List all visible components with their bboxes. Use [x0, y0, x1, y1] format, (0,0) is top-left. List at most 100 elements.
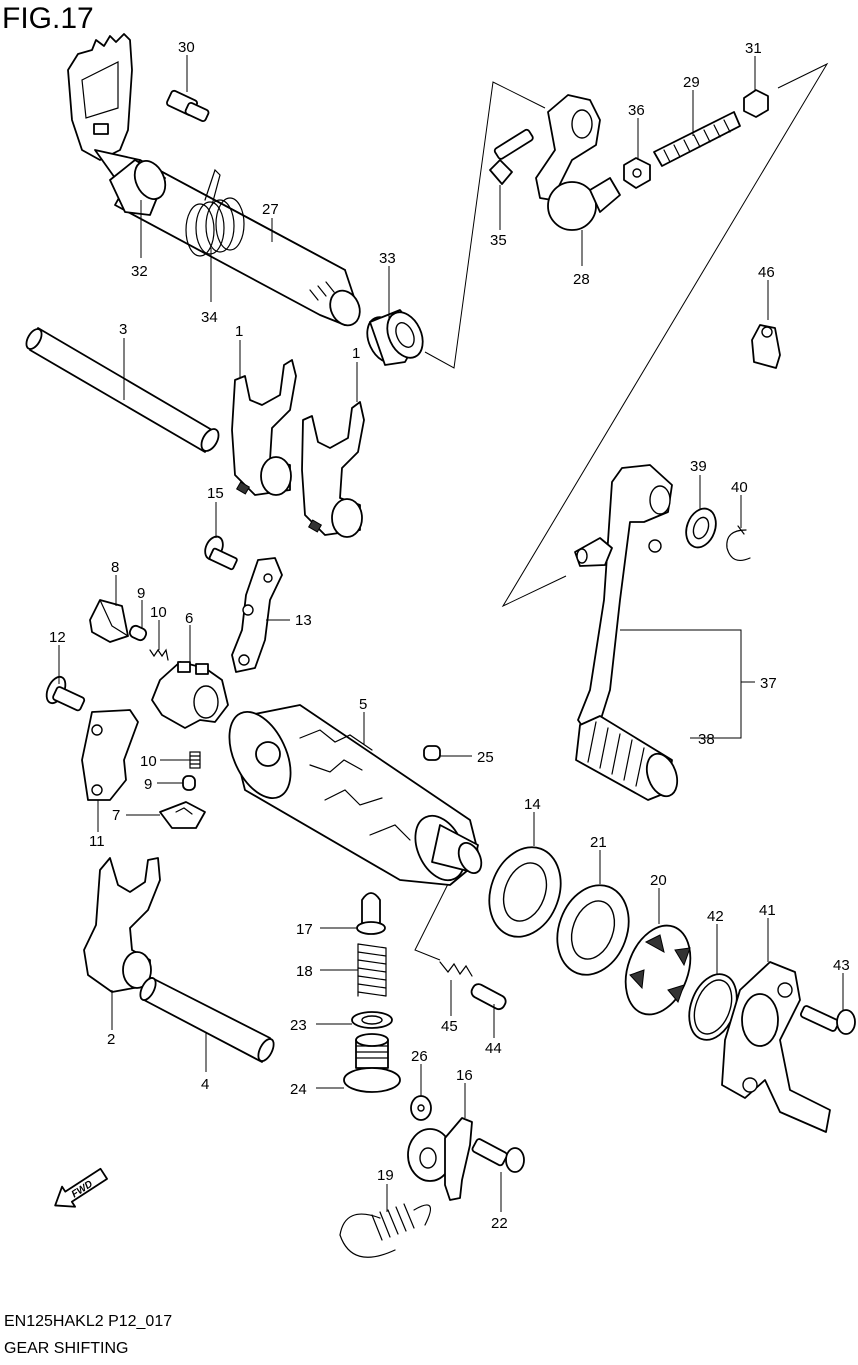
label-part-32: 32: [131, 263, 148, 280]
part-10-spring-upper: [149, 648, 169, 661]
label-part-10a: 10: [150, 604, 167, 621]
part-29-tie-rod: [653, 111, 741, 167]
label-part-23: 23: [290, 1017, 307, 1034]
label-part-36: 36: [628, 102, 645, 119]
label-part-14: 14: [524, 796, 541, 813]
label-part-6: 6: [185, 610, 193, 627]
label-part-30: 30: [178, 39, 195, 56]
label-part-15: 15: [207, 485, 224, 502]
part-17-plunger: [356, 892, 386, 935]
label-part-20: 20: [650, 872, 667, 889]
label-part-35: 35: [490, 232, 507, 249]
label-part-11: 11: [89, 833, 105, 850]
label-part-16: 16: [456, 1067, 473, 1084]
label-part-19: 19: [377, 1167, 394, 1184]
part-26-washer: [410, 1095, 432, 1121]
label-part-18: 18: [296, 963, 313, 980]
group-outline-lower: [414, 859, 461, 961]
part-15-screw: [204, 535, 238, 571]
part-19-spring: [339, 1203, 432, 1258]
part-5-shift-drum: [228, 704, 483, 886]
label-part-40: 40: [731, 479, 748, 496]
part-14-washer: [488, 846, 562, 938]
part-22-bolt: [471, 1138, 525, 1173]
label-part-8: 8: [111, 559, 119, 576]
label-part-25: 25: [477, 749, 494, 766]
label-part-37: 37: [760, 675, 777, 692]
label-part-31: 31: [745, 40, 762, 57]
label-part-2: 2: [107, 1031, 115, 1048]
part-7-clip: [159, 801, 206, 829]
part-1-shift-fork-right: [301, 401, 365, 538]
part-9-pin-lower: [182, 775, 196, 791]
part-10-spring-lower: [189, 751, 201, 769]
part-28-gearshift-arm: [535, 94, 621, 231]
part-16-stopper-arm: [407, 1117, 473, 1201]
label-part-4: 4: [201, 1076, 209, 1093]
part-46-clip: [751, 324, 781, 369]
label-part-9b: 9: [144, 776, 152, 793]
diagram-code: EN125HAKL2 P12_017: [4, 1313, 173, 1330]
part-44-pin: [470, 983, 507, 1011]
part-31-nut: [743, 89, 769, 118]
label-part-17: 17: [296, 921, 313, 938]
part-21-washer: [556, 884, 630, 976]
label-part-1a: 1: [235, 323, 243, 340]
label-part-12: 12: [49, 629, 66, 646]
part-9-pin-upper: [128, 624, 148, 642]
part-39-washer: [685, 507, 717, 549]
figure-title: FIG.17: [2, 2, 94, 35]
diagram-name: GEAR SHIFTING: [4, 1340, 129, 1357]
part-30-bolt: [166, 89, 210, 122]
group-outline-right: [501, 62, 829, 608]
leader-lines: [58, 55, 844, 1212]
part-43-bolt: [800, 1005, 856, 1035]
label-part-27: 27: [262, 201, 279, 218]
label-part-39: 39: [690, 458, 707, 475]
part-37-gearshift-lever: [574, 464, 673, 731]
part-1-shift-fork-left: [231, 359, 297, 496]
label-part-44: 44: [485, 1040, 502, 1057]
part-34-return-spring: [185, 168, 245, 257]
part-number-labels: 30 27 32 34 33 35 28 36 29 31 46 3 1 1 1…: [49, 39, 850, 1232]
label-part-29: 29: [683, 74, 700, 91]
part-41-shift-cover: [721, 961, 831, 1133]
label-part-24: 24: [290, 1081, 307, 1098]
part-45-spring: [439, 961, 473, 977]
part-6-cam-driven-gear: [151, 661, 229, 729]
label-part-21: 21: [590, 834, 607, 851]
part-23-gasket: [351, 1011, 393, 1029]
label-part-7: 7: [112, 807, 120, 824]
part-8-stopper: [89, 599, 129, 643]
group-outline-upper: [424, 81, 546, 369]
part-18-spring: [357, 943, 387, 997]
label-part-5: 5: [359, 696, 367, 713]
label-part-3: 3: [119, 321, 127, 338]
part-13-pawl-plate: [231, 557, 283, 673]
label-part-43: 43: [833, 957, 850, 974]
label-part-1b: 1: [352, 345, 360, 362]
part-42-o-ring: [688, 973, 738, 1041]
label-part-33: 33: [379, 250, 396, 267]
label-part-38: 38: [698, 731, 715, 748]
label-part-34: 34: [201, 309, 218, 326]
label-part-26: 26: [411, 1048, 428, 1065]
part-25-pin: [423, 745, 441, 761]
label-part-13: 13: [295, 612, 312, 629]
part-20-cam: [624, 924, 692, 1016]
part-12-bolt: [45, 675, 86, 712]
label-part-42: 42: [707, 908, 724, 925]
forward-arrow: FWD: [54, 1167, 108, 1208]
part-32-collar: [109, 159, 167, 216]
part-36-nut: [623, 157, 651, 189]
part-35-bolt: [489, 128, 534, 185]
label-part-22: 22: [491, 1215, 508, 1232]
label-part-9a: 9: [137, 585, 145, 602]
label-part-45: 45: [441, 1018, 458, 1035]
label-part-46: 46: [758, 264, 775, 281]
part-40-circlip: [726, 525, 751, 561]
part-4-fork-shaft-lower: [139, 977, 275, 1063]
part-11-stopper-plate: [81, 709, 139, 801]
